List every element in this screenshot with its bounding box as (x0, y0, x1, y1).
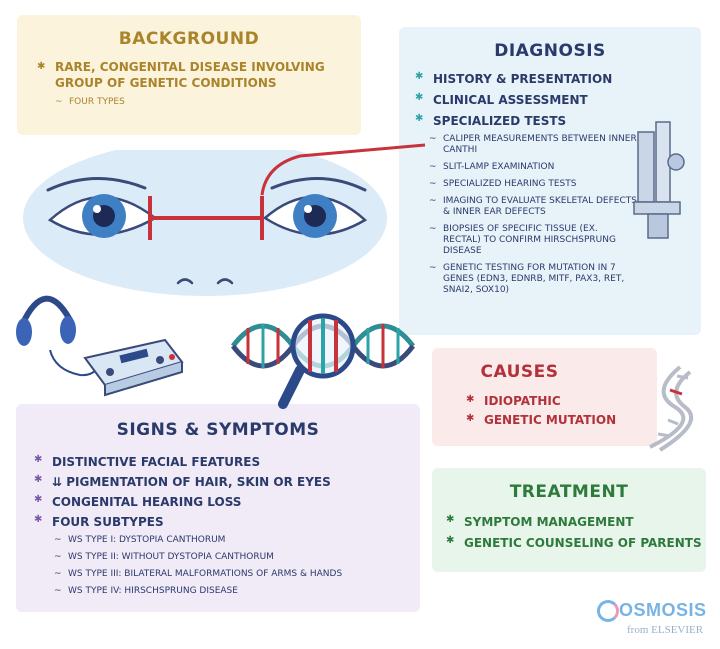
background-panel: BACKGROUND RARE, CONGENITAL DISEASE INVO… (17, 15, 361, 135)
background-bullet: RARE, CONGENITAL DISEASE INVOLVING GROUP… (37, 59, 337, 91)
signs-panel: SIGNS & SYMPTOMS DISTINCTIVE FACIAL FEAT… (16, 404, 420, 612)
osmosis-logo: OSMOSIS from ELSEVIER (597, 600, 717, 644)
treatment-title: TREATMENT (509, 482, 629, 502)
diagnosis-test: SLIT-LAMP EXAMINATION (429, 162, 637, 173)
signs-bullet: DISTINCTIVE FACIAL FEATURES (34, 452, 420, 472)
headphones-icon (16, 295, 97, 377)
causes-panel: CAUSES IDIOPATHIC GENETIC MUTATION (432, 348, 657, 446)
signs-subtype: WS TYPE I: DYSTOPIA CANTHORUM (54, 532, 420, 549)
causes-title: CAUSES (480, 362, 559, 382)
background-subs: FOUR TYPES (55, 97, 361, 107)
logo-name: OSMOSIS (619, 600, 707, 620)
causes-bullet: IDIOPATHIC (466, 392, 657, 411)
logo-ring-icon (597, 600, 619, 622)
diagnosis-title: DIAGNOSIS (494, 41, 606, 61)
diagnosis-bullet: CLINICAL ASSESSMENT (415, 90, 701, 111)
diagnosis-test: BIOPSIES of SPECIFIC TISSUE (EX. RECTAL)… (429, 224, 637, 257)
magnifying-glass-icon (278, 313, 356, 409)
left-eye-icon (46, 176, 158, 238)
treatment-bullet: GENETIC COUNSELING of PARENTS (446, 533, 706, 554)
diagnosis-test: IMAGING to EVALUATE SKELETAL DEFECTS & I… (429, 196, 637, 218)
signs-bullet: ⇊ PIGMENTATION of HAIR, SKIN or EYES (34, 472, 420, 492)
signs-subtypes: WS TYPE I: DYSTOPIA CANTHORUM WS TYPE II… (54, 532, 420, 600)
signs-title: SIGNS & SYMPTOMS (116, 420, 320, 440)
small-dna-icon (649, 365, 694, 452)
diagnosis-bullet: HISTORY & PRESENTATION (415, 69, 701, 90)
signs-subtype: WS TYPE II: WITHOUT DYSTOPIA CANTHORUM (54, 549, 420, 566)
nose-icon (176, 278, 234, 285)
diagnosis-test: SPECIALIZED HEARING TESTS (429, 179, 637, 190)
background-bullets: RARE, CONGENITAL DISEASE INVOLVING GROUP… (37, 59, 361, 91)
headphones-audiometer-illustration (16, 295, 184, 397)
right-eye-icon (262, 177, 368, 238)
diagnosis-bullets: HISTORY & PRESENTATION CLINICAL ASSESSME… (415, 69, 701, 132)
logo-sub: from ELSEVIER (627, 624, 704, 636)
signs-bullet: CONGENITAL HEARING LOSS (34, 492, 420, 512)
signs-subtype: WS TYPE IV: HIRSCHSPRUNG DISEASE (54, 583, 420, 600)
diagnosis-tests: CALIPER MEASUREMENTS between INNER CANTH… (429, 134, 637, 296)
signs-subtype: WS TYPE III: BILATERAL MALFORMATIONS of … (54, 566, 420, 583)
signs-bullet: FOUR SUBTYPES (34, 512, 420, 532)
audiometer-icon (83, 338, 184, 397)
signs-bullets: DISTINCTIVE FACIAL FEATURES ⇊ PIGMENTATI… (34, 452, 420, 532)
causes-bullet: GENETIC MUTATION (466, 411, 657, 430)
slit-lamp-illustration (633, 121, 685, 239)
background-title: BACKGROUND (118, 29, 260, 49)
dna-magnifier-illustration (231, 313, 415, 409)
caliper-icon (148, 196, 264, 240)
diagnosis-bullet: SPECIALIZED TESTS (415, 111, 701, 132)
treatment-panel: TREATMENT SYMPTOM MANAGEMENT GENETIC COU… (432, 468, 706, 572)
treatment-bullet: SYMPTOM MANAGEMENT (446, 512, 706, 533)
treatment-bullets: SYMPTOM MANAGEMENT GENETIC COUNSELING of… (446, 512, 706, 554)
background-sub: FOUR TYPES (55, 97, 361, 107)
causes-bullets: IDIOPATHIC GENETIC MUTATION (466, 392, 657, 430)
diagnosis-test: CALIPER MEASUREMENTS between INNER CANTH… (429, 134, 637, 156)
diagnosis-test: GENETIC TESTING for MUTATION in 7 GENES … (429, 263, 637, 296)
